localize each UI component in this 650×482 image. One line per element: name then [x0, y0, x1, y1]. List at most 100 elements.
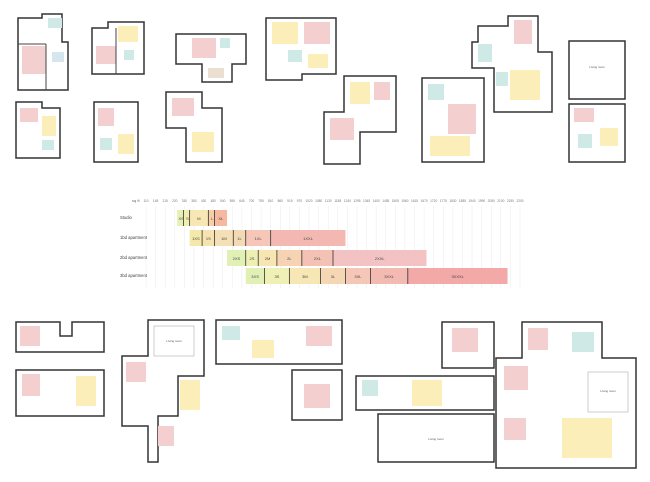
size-segment [227, 250, 246, 266]
size-segment [258, 250, 277, 266]
scale-tick-label: 1720 [430, 199, 437, 203]
size-segment [189, 230, 203, 246]
scale-tick-label: 220 [172, 199, 178, 203]
scale-tick-label: 2100 [497, 199, 504, 203]
floor-plan-bottom-1 [15, 321, 105, 417]
scale-tick-label: 145 [153, 199, 159, 203]
scale-tick-label: 380 [191, 199, 197, 203]
floor-plan-top-9 [165, 91, 223, 163]
size-segment [276, 250, 302, 266]
floor-plan-bottom-3 [215, 319, 343, 421]
scale-tick-label: 2150 [507, 199, 514, 203]
scale-tick-label: 1505 [392, 199, 399, 203]
scale-tick-label: 110 [143, 199, 148, 203]
size-segment [333, 250, 427, 266]
scale-tick-label: 1615 [411, 199, 418, 203]
size-segment-label: L [211, 216, 214, 221]
scale-tick-label: 1400 [373, 199, 380, 203]
size-segment [407, 268, 508, 284]
scale-tick-label: 860 [278, 199, 284, 203]
floor-plan-top-1 [17, 13, 69, 91]
size-segment [289, 268, 321, 284]
size-segment [183, 210, 190, 226]
scale-tick-label: 755 [258, 199, 264, 203]
unit-label: sq ft [132, 198, 140, 203]
scale-tick-label: 810 [268, 199, 274, 203]
size-segment [208, 210, 215, 226]
floor-plan-top-5 [471, 15, 553, 113]
size-segment-label: 3L [331, 274, 336, 279]
scale-tick-label: 595 [230, 199, 236, 203]
scale-tick-label: 1775 [440, 199, 447, 203]
plan-label: Living room [600, 389, 616, 393]
size-segment-label: 1XL [255, 236, 263, 241]
scale-tick-label: 1990 [478, 199, 485, 203]
row-label: 3bd apartment [120, 273, 148, 278]
floor-plan-top-10 [323, 75, 397, 165]
size-segment-label: 3XXXL [451, 274, 464, 279]
scale-tick-label: 1560 [401, 199, 408, 203]
scale-tick-label: 1830 [449, 199, 456, 203]
size-segment [245, 230, 271, 246]
size-segment-label: 1XS [192, 236, 200, 241]
size-segment-label: 1L [237, 236, 242, 241]
scale-tick-label: 1885 [459, 199, 466, 203]
size-segment-label: S [186, 216, 189, 221]
floor-plan-top-3 [175, 33, 247, 83]
size-segment-label: 3XS [251, 274, 259, 279]
scale-tick-label: 215 [163, 199, 169, 203]
size-segment [233, 230, 246, 246]
size-segment [270, 230, 346, 246]
size-segment [189, 210, 209, 226]
scale-tick-label: 480 [210, 199, 216, 203]
row-label: 2bd apartment [120, 255, 148, 260]
floor-plan-top-8 [93, 101, 139, 163]
size-segment-label: M [197, 216, 200, 221]
floor-plan-bottom-4: Living room [355, 321, 495, 463]
scale-tick-label: 2050 [488, 199, 495, 203]
size-segment-label: 2XXL [375, 256, 386, 261]
size-segment [245, 250, 259, 266]
size-segment-label: 3S [274, 274, 279, 279]
scale-tick-label: 645 [239, 199, 245, 203]
size-segment-label: 3XL [354, 274, 362, 279]
size-segment-label: 2XS [233, 256, 241, 261]
floor-plan-top-4 [265, 17, 337, 81]
size-segment [264, 268, 290, 284]
scale-tick-label: 1345 [363, 199, 370, 203]
scale-tick-label: 915 [287, 199, 293, 203]
size-segment-label: 2S [250, 256, 255, 261]
scale-tick-label: 1940 [469, 199, 476, 203]
plan-label: Living room [428, 437, 444, 441]
scale-tick-label: 330 [182, 199, 188, 203]
scale-tick-label: 430 [201, 199, 207, 203]
scale-tick-label: 1080 [315, 199, 322, 203]
floor-plan-top-11 [421, 77, 485, 163]
size-segment-label: XL [218, 216, 224, 221]
scale-tick-label: 1130 [325, 199, 332, 203]
scale-tick-label: 1295 [353, 199, 360, 203]
size-segment-label: 2XL [314, 256, 322, 261]
size-segment-label: XS [178, 216, 184, 221]
scale-tick-label: 1185 [334, 199, 341, 203]
floor-plan-top-6: Living room [568, 40, 626, 163]
size-segment [202, 230, 215, 246]
size-segment-label: 2L [287, 256, 292, 261]
scale-tick-label: 700 [249, 199, 255, 203]
size-segment [301, 250, 333, 266]
size-segment [245, 268, 265, 284]
size-segment [345, 268, 371, 284]
scale-tick-label: 1240 [344, 199, 351, 203]
size-segment-label: 2M [265, 256, 271, 261]
row-label: Studio [120, 215, 133, 220]
size-segment [214, 230, 234, 246]
scale-tick-label: 1670 [421, 199, 428, 203]
size-segment [320, 268, 346, 284]
size-segment-label: 1S [206, 236, 211, 241]
scale-tick-label: 540 [220, 199, 226, 203]
scale-tick-label: 1020 [305, 199, 312, 203]
scale-tick-label: 1455 [382, 199, 389, 203]
size-segment-label: 3M [302, 274, 308, 279]
